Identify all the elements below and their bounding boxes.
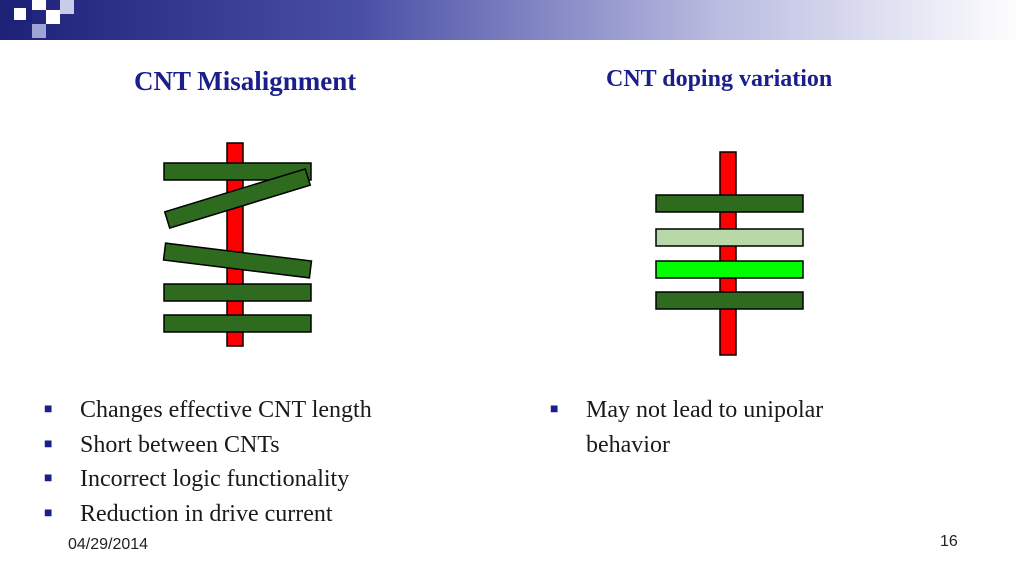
cnt-tube-tilted [163, 167, 312, 230]
cnt-tube [163, 162, 312, 181]
cnt-tube [655, 291, 804, 310]
corner-decoration [14, 8, 26, 20]
square-bullet-icon: ■ [44, 505, 53, 521]
doping-variation-diagram [655, 151, 804, 356]
corner-decoration [60, 0, 74, 14]
right-title: CNT doping variation [606, 66, 833, 92]
cnt-tube-light [655, 228, 804, 247]
gate-bar [719, 151, 737, 356]
cnt-tube-tilted [162, 242, 313, 279]
left-bullet-list: ■Changes effective CNT length ■Short bet… [44, 393, 484, 531]
list-item: ■Changes effective CNT length [44, 393, 484, 428]
right-bullet-list: ■May not lead to unipolar behavior [550, 393, 890, 462]
slide-date: 04/29/2014 [68, 536, 149, 553]
square-bullet-icon: ■ [44, 402, 53, 417]
left-title: CNT Misalignment [134, 66, 357, 96]
square-bullet-icon: ■ [44, 436, 53, 452]
cnt-tube [163, 283, 312, 302]
list-item: ■May not lead to unipolar behavior [550, 393, 890, 462]
list-item: ■Short between CNTs [44, 428, 484, 463]
corner-decoration [32, 24, 46, 38]
misalignment-diagram [162, 142, 313, 347]
header-band [0, 0, 1024, 40]
corner-decoration [46, 10, 60, 24]
cnt-tube-bright [655, 260, 804, 279]
page-number: 16 [940, 533, 958, 550]
cnt-tube [163, 314, 312, 333]
square-bullet-icon: ■ [550, 402, 559, 417]
list-item: ■Incorrect logic functionality [44, 462, 484, 497]
list-item: ■Reduction in drive current [44, 497, 484, 532]
corner-decoration [32, 0, 46, 10]
square-bullet-icon: ■ [44, 471, 53, 486]
cnt-tube [655, 194, 804, 213]
